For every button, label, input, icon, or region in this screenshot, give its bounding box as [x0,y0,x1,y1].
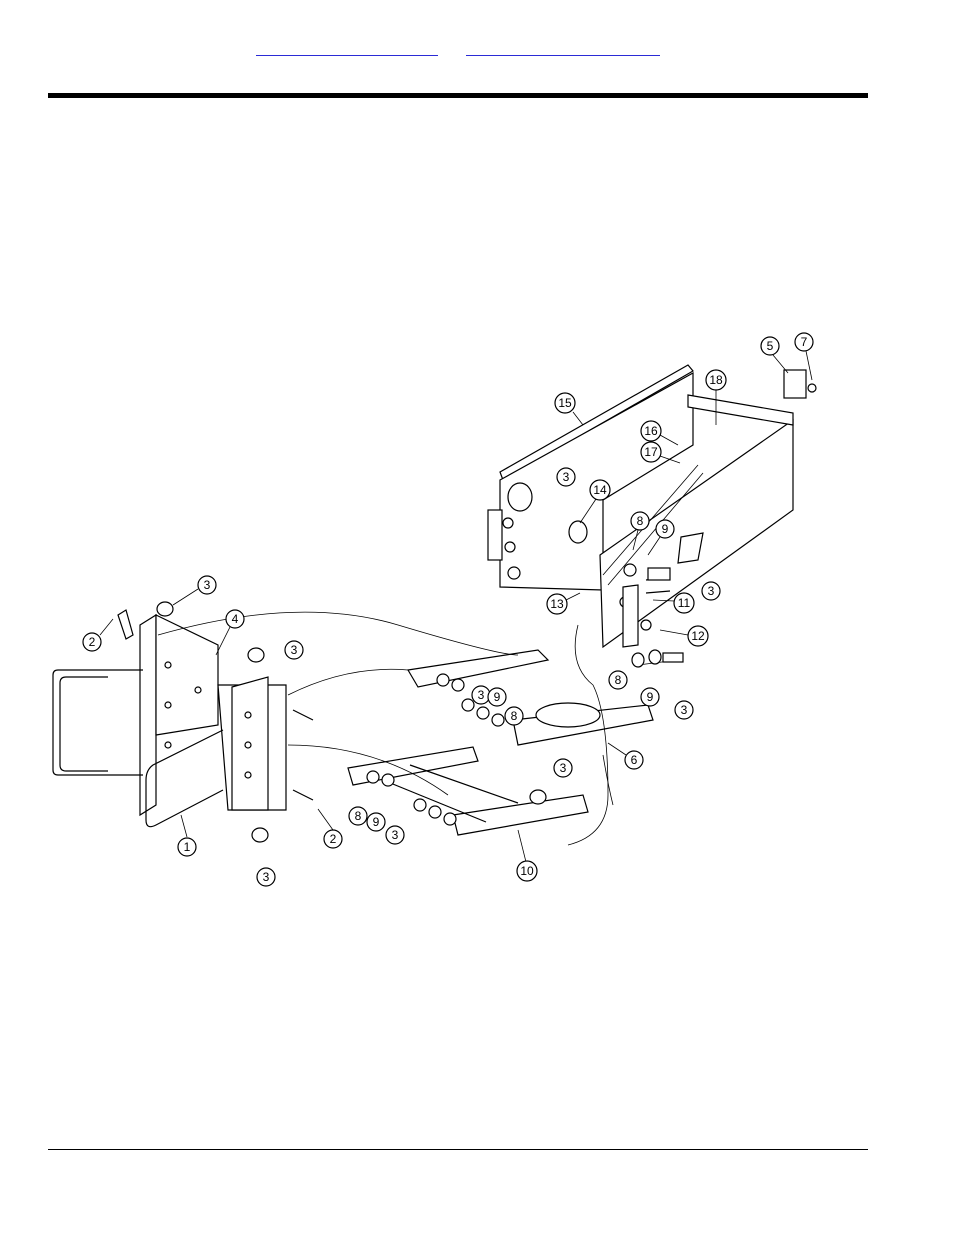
bracket-drawing [783,369,817,399]
svg-text:3: 3 [392,828,399,842]
callout-label: 1 [184,840,191,854]
footer-rule [48,1149,868,1150]
callout-11: 11 [652,592,695,614]
callout-18: 18 [705,369,727,425]
callout-13: 13 [546,592,581,615]
mount-bracket-drawing [52,601,314,843]
callout-label: 10 [520,864,534,878]
callout-10: 10 [516,829,538,882]
svg-text:9: 9 [647,690,654,704]
svg-text:3: 3 [563,470,570,484]
callout-3: 3 [172,575,217,606]
callout-2b: 2 [317,808,343,849]
callout-label: 16 [644,424,658,438]
callout-label: 11 [678,596,691,610]
callout-9: 9 [647,519,675,556]
parts-diagram-drawing: 1 2 2 3 4 5 6 7 8 9 10 11 12 13 14 15 16… [52,332,817,887]
callout-label: 6 [631,753,638,767]
callout-label: 13 [550,597,564,611]
header-link-2[interactable] [466,41,660,56]
header-link-1[interactable] [256,41,438,56]
svg-text:3: 3 [708,584,715,598]
svg-text:8: 8 [511,709,518,723]
callout-16: 16 [640,420,679,446]
callout-label: 14 [593,483,607,497]
callout-label: 9 [662,522,669,536]
svg-text:3: 3 [560,761,567,775]
callout-label: 4 [232,612,239,626]
frame-assembly-drawing [487,364,794,649]
callout-17: 17 [640,441,681,464]
parts-diagram: 1 2 2 3 4 5 6 7 8 9 10 11 12 13 14 15 16… [48,325,828,895]
callout-1: 1 [177,814,197,857]
callout-label: 7 [801,335,808,349]
callout-label: 18 [709,373,723,387]
svg-text:3: 3 [681,703,688,717]
callout-label: 3 [204,578,211,592]
svg-text:3: 3 [263,870,270,884]
svg-text:3: 3 [291,643,298,657]
callout-2: 2 [82,618,114,652]
callout-14: 14 [579,479,611,524]
callout-label: 12 [691,629,705,643]
callout-label: 17 [644,445,658,459]
callout-7: 7 [794,332,814,381]
callout-label: 5 [767,339,774,353]
callout-6: 6 [607,742,644,770]
header-rule [48,93,868,98]
callout-label: 8 [637,514,644,528]
svg-text:8: 8 [355,809,362,823]
callout-label: 2 [330,832,337,846]
callout-15: 15 [554,392,584,426]
callout-4: 4 [215,609,245,656]
linkage-drawing [157,611,684,846]
callout-12: 12 [659,625,709,647]
svg-text:3: 3 [478,688,485,702]
svg-text:9: 9 [373,815,380,829]
svg-text:8: 8 [615,673,622,687]
callout-label: 15 [558,396,572,410]
callout-5: 5 [760,336,789,374]
callout-8: 8 [630,511,650,551]
callout-repeat-3: 3 3 3 3 3 3 3 3 9 8 8 9 8 9 [256,467,721,887]
callout-label: 2 [89,635,96,649]
svg-text:9: 9 [494,690,501,704]
